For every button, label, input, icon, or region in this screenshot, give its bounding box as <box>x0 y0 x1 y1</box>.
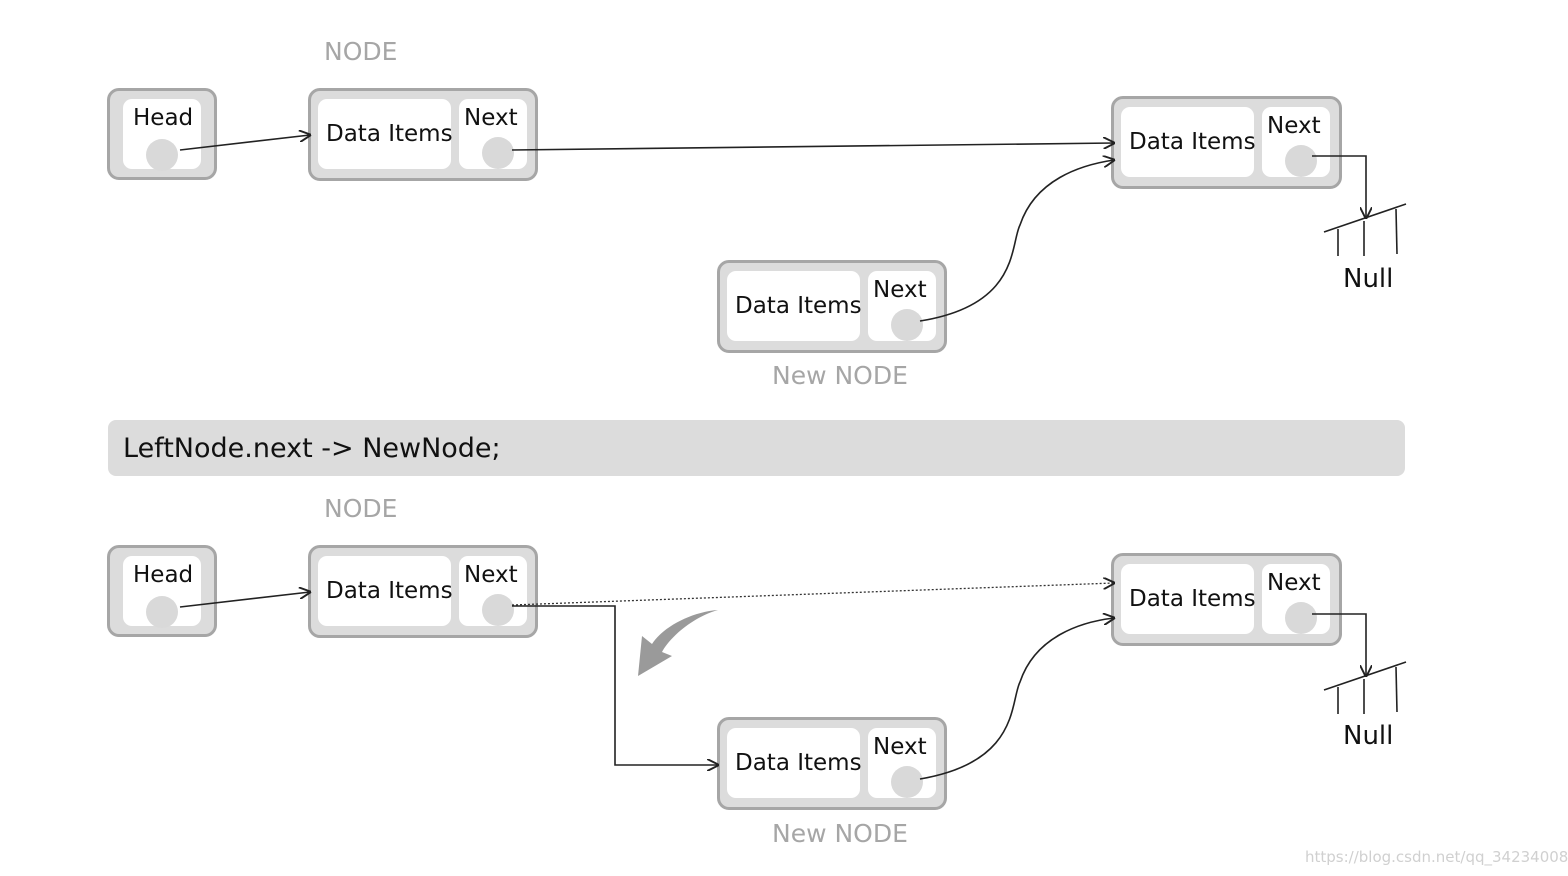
new-node: Data Items Next <box>717 260 947 353</box>
new-node-caption: New NODE <box>772 819 908 848</box>
head-node: Head <box>107 545 217 637</box>
null-ground-symbol <box>1323 661 1407 714</box>
data-label: Data Items <box>326 578 453 604</box>
next-label: Next <box>873 277 927 303</box>
right-to-null-arrow <box>1312 613 1366 676</box>
node-caption: NODE <box>324 37 398 66</box>
head-to-node-arrow <box>179 592 310 608</box>
next-cell: Next <box>868 271 936 341</box>
head-label: Head <box>133 562 194 588</box>
new-node-to-right-arrow <box>919 618 1114 780</box>
right-node: Data Items Next <box>1111 553 1342 646</box>
node-to-new-node-arrow <box>512 605 718 765</box>
next-label: Next <box>464 562 518 588</box>
next-label: Next <box>1267 113 1321 139</box>
node-to-right-arrow <box>511 143 1114 151</box>
next-label: Next <box>873 734 927 760</box>
null-ground-symbol <box>1323 203 1407 256</box>
next-cell: Next <box>459 99 527 169</box>
next-cell: Next <box>1262 564 1330 634</box>
code-statement-bar: LeftNode.next -> NewNode; <box>108 420 1405 476</box>
right-to-null-arrow <box>1312 155 1366 218</box>
new-node: Data Items Next <box>717 717 947 810</box>
next-cell: Next <box>459 556 527 626</box>
old-link-dotted-arrow <box>511 583 1114 606</box>
data-cell: Data Items <box>727 271 862 341</box>
left-node: Data Items Next <box>308 545 538 638</box>
head-node: Head <box>107 88 217 180</box>
data-cell: Data Items <box>1121 564 1256 634</box>
null-label: Null <box>1343 721 1394 751</box>
data-label: Data Items <box>735 750 862 776</box>
next-pointer-dot <box>891 309 923 341</box>
data-cell: Data Items <box>727 728 862 798</box>
data-label: Data Items <box>326 121 453 147</box>
new-node-caption: New NODE <box>772 361 908 390</box>
code-statement: LeftNode.next -> NewNode; <box>123 433 501 464</box>
head-label: Head <box>133 105 194 131</box>
next-cell: Next <box>868 728 936 798</box>
data-cell: Data Items <box>318 99 453 169</box>
left-node: Data Items Next <box>308 88 538 181</box>
head-cell: Head <box>123 556 201 628</box>
next-pointer-dot <box>482 137 514 169</box>
head-to-node-arrow <box>179 135 310 151</box>
watermark: https://blog.csdn.net/qq_34234008 <box>1305 848 1568 866</box>
data-label: Data Items <box>1129 129 1256 155</box>
next-cell: Next <box>1262 107 1330 177</box>
next-pointer-dot <box>891 766 923 798</box>
head-pointer-dot <box>146 139 178 171</box>
next-pointer-dot <box>1285 145 1317 177</box>
head-pointer-dot <box>146 596 178 628</box>
redirect-hint-arrow <box>638 610 718 676</box>
next-label: Next <box>464 105 518 131</box>
next-pointer-dot <box>482 594 514 626</box>
data-cell: Data Items <box>1121 107 1256 177</box>
data-label: Data Items <box>735 293 862 319</box>
data-cell: Data Items <box>318 556 453 626</box>
data-label: Data Items <box>1129 586 1256 612</box>
new-node-to-right-arrow <box>919 160 1114 322</box>
right-node: Data Items Next <box>1111 96 1342 189</box>
node-caption: NODE <box>324 494 398 523</box>
next-pointer-dot <box>1285 602 1317 634</box>
head-cell: Head <box>123 99 201 171</box>
null-label: Null <box>1343 264 1394 294</box>
next-label: Next <box>1267 570 1321 596</box>
